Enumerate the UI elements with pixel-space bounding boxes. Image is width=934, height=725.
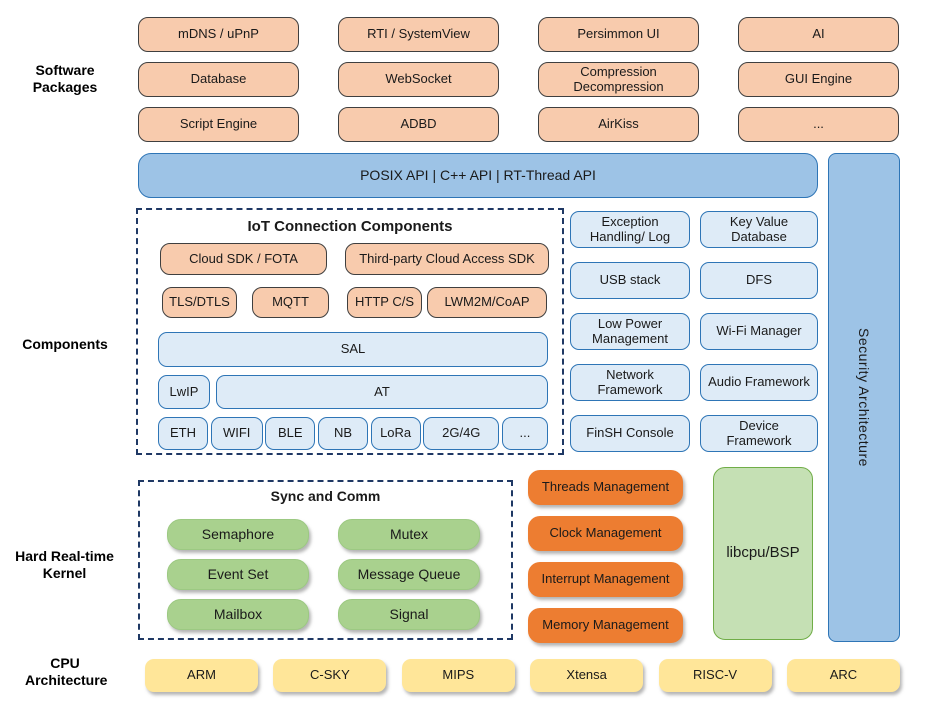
sync-mailbox: Mailbox (167, 599, 309, 630)
iot-link-ble: BLE (265, 417, 316, 450)
software-packages-grid: mDNS / uPnP RTI / SystemView Persimmon U… (138, 17, 900, 142)
kernel-interrupt-management: Interrupt Management (528, 562, 683, 597)
iot-link-wifi: WIFI (210, 417, 263, 450)
iot-thirdparty-sdk: Third-party Cloud Access SDK (345, 243, 549, 275)
label-hard-realtime-kernel: Hard Real-time Kernel (15, 548, 114, 581)
label-components: Components (22, 336, 108, 352)
cpu-c-sky: C-SKY (273, 659, 387, 692)
pkg-ai: AI (738, 17, 899, 52)
pkg-airkiss: AirKiss (538, 107, 699, 142)
iot-stack-row: LwIP AT (158, 375, 548, 409)
sync-message-queue: Message Queue (338, 559, 480, 590)
comp-usb-stack: USB stack (570, 262, 690, 299)
comp-device-framework: Device Framework (700, 415, 818, 452)
iot-sdk-row: Cloud SDK / FOTA Third-party Cloud Acces… (160, 243, 549, 275)
pkg-database: Database (138, 62, 299, 97)
comp-key-value-database: Key Value Database (700, 211, 818, 248)
comp-wifi-manager: Wi-Fi Manager (700, 313, 818, 350)
pkg-websocket: WebSocket (338, 62, 499, 97)
api-layer-bar: POSIX API | C++ API | RT-Thread API (138, 153, 818, 198)
components-grid: Exception Handling/ Log Key Value Databa… (570, 211, 818, 452)
comp-low-power-management: Low Power Management (570, 313, 690, 350)
comp-exception-handling-log: Exception Handling/ Log (570, 211, 690, 248)
iot-lwip: LwIP (158, 375, 210, 409)
iot-connection-components-title: IoT Connection Components (247, 218, 453, 235)
sync-and-comm-grid: Semaphore Mutex Event Set Message Queue … (167, 519, 480, 630)
sync-signal: Signal (338, 599, 480, 630)
kernel-memory-management: Memory Management (528, 608, 683, 643)
security-architecture-bar: Security Architecture (828, 153, 900, 642)
pkg-compression: Compression Decompression (538, 62, 699, 97)
cpu-arm: ARM (145, 659, 258, 692)
pkg-rti-systemview: RTI / SystemView (338, 17, 499, 52)
iot-link-lora: LoRa (370, 417, 421, 450)
iot-mqtt: MQTT (252, 287, 329, 318)
cpu-mips: MIPS (401, 659, 515, 692)
comp-finsh-console: FinSH Console (570, 415, 690, 452)
comp-dfs: DFS (700, 262, 818, 299)
iot-link-row: ETH WIFI BLE NB LoRa 2G/4G ... (158, 417, 548, 450)
sync-mutex: Mutex (338, 519, 480, 550)
sync-and-comm-box: Sync and Comm Semaphore Mutex Event Set … (138, 480, 513, 640)
sync-and-comm-title: Sync and Comm (270, 488, 381, 504)
pkg-adbd: ADBD (338, 107, 499, 142)
libcpu-bsp-box: libcpu/BSP (713, 467, 813, 640)
iot-link-2g4g: 2G/4G (423, 417, 500, 450)
iot-cloud-sdk-fota: Cloud SDK / FOTA (160, 243, 327, 275)
iot-protocol-row: TLS/DTLS MQTT HTTP C/S LWM2M/CoAP (162, 287, 547, 318)
iot-link-nb: NB (317, 417, 368, 450)
cpu-risc-v: RISC-V (658, 659, 772, 692)
pkg-script-engine: Script Engine (138, 107, 299, 142)
pkg-mdns-upnp: mDNS / uPnP (138, 17, 299, 52)
security-architecture-label: Security Architecture (856, 328, 872, 467)
cpu-architecture-row: ARM C-SKY MIPS Xtensa RISC-V ARC (145, 659, 900, 692)
pkg-ellipsis: ... (738, 107, 899, 142)
kernel-threads-management: Threads Management (528, 470, 683, 505)
kernel-management-column: Threads Management Clock Management Inte… (528, 470, 683, 643)
pkg-gui-engine: GUI Engine (738, 62, 899, 97)
iot-lwm2m-coap: LWM2M/CoAP (427, 287, 547, 318)
iot-http-cs: HTTP C/S (347, 287, 422, 318)
iot-sal-layer: SAL (158, 332, 548, 367)
label-software-packages: Software Packages (32, 62, 98, 95)
iot-link-eth: ETH (158, 417, 208, 450)
iot-link-ellipsis: ... (501, 417, 548, 450)
label-cpu-architecture: CPU Architecture (25, 655, 108, 688)
comp-network-framework: Network Framework (570, 364, 690, 401)
sync-event-set: Event Set (167, 559, 309, 590)
cpu-xtensa: Xtensa (530, 659, 644, 692)
iot-at: AT (216, 375, 548, 409)
comp-audio-framework: Audio Framework (700, 364, 818, 401)
cpu-arc: ARC (786, 659, 900, 692)
pkg-persimmon-ui: Persimmon UI (538, 17, 699, 52)
kernel-clock-management: Clock Management (528, 516, 683, 551)
iot-connection-components-box: IoT Connection Components Cloud SDK / FO… (136, 208, 564, 455)
iot-tls-dtls: TLS/DTLS (162, 287, 237, 318)
sync-semaphore: Semaphore (167, 519, 309, 550)
